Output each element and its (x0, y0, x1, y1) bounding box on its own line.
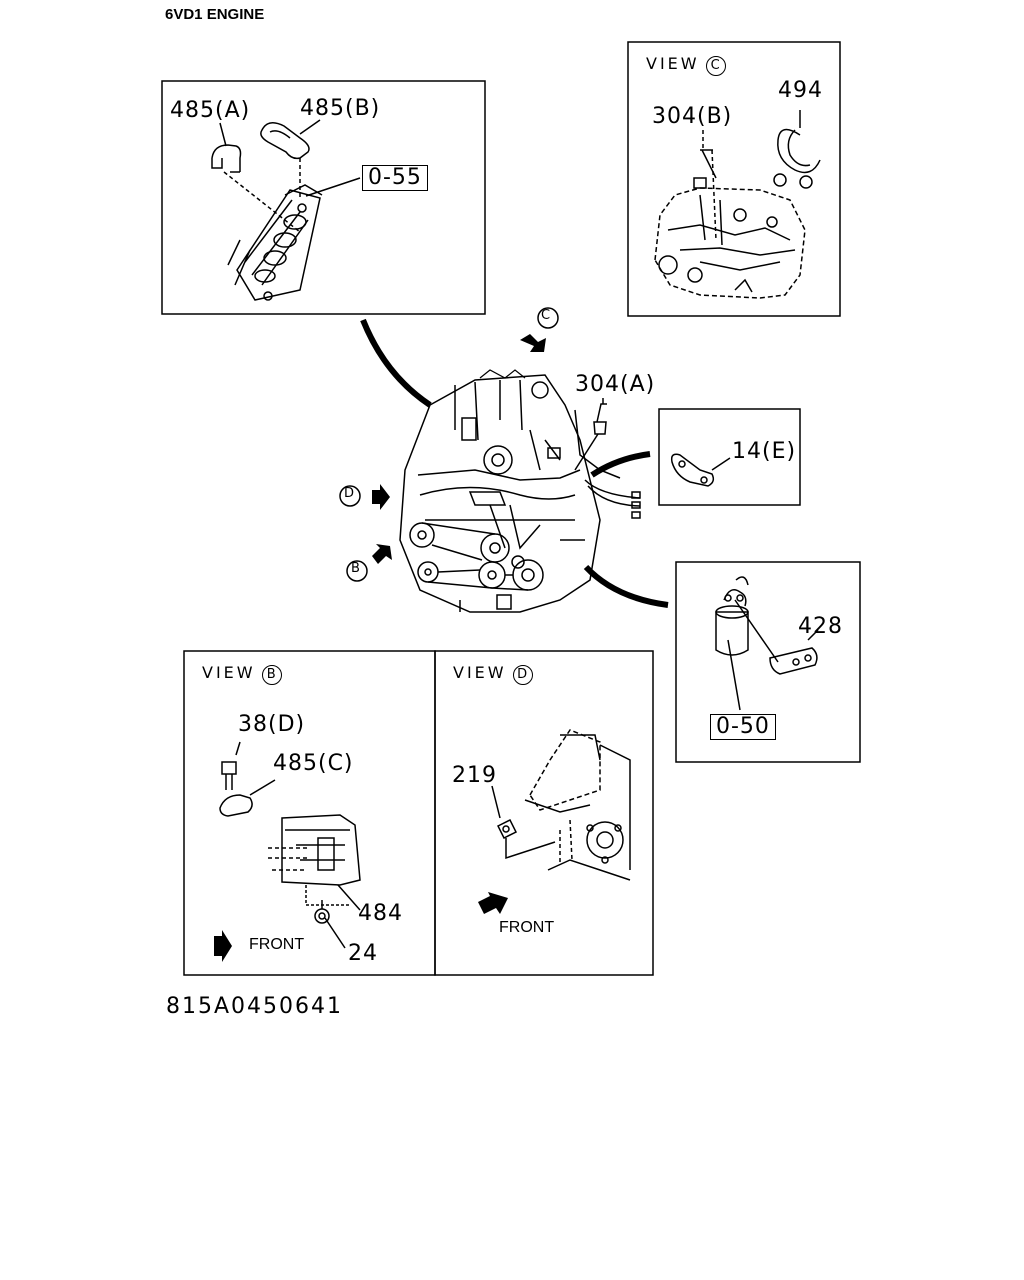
clamp-panel-frame (658, 408, 801, 506)
view-d-word: VIEW (453, 663, 507, 682)
view-c-drawing (654, 187, 806, 299)
clamp-485a-icon (211, 144, 242, 173)
arrow-icons (372, 334, 546, 564)
leader-0-55 (305, 177, 361, 197)
manifold-drawing (227, 184, 323, 301)
clamp-14e-icon (670, 453, 715, 487)
part-484-label: 484 (358, 901, 403, 926)
view-c-letter: C (705, 56, 726, 76)
leader-14e (711, 457, 731, 471)
arrow-b-letter: B (351, 561, 361, 576)
engine-drawing (399, 369, 641, 613)
bolt-304b-icon (693, 149, 717, 189)
front-arrow-icon (478, 892, 508, 914)
view-c-title: VIEW C (646, 56, 726, 76)
arrow-d-letter: D (344, 486, 356, 501)
arrow-c-letter: C (541, 308, 552, 323)
part-485a-label: 485(A) (170, 98, 251, 123)
leader-lines-top-left (223, 158, 301, 233)
front-arrow-icon (214, 930, 232, 962)
part-14e-label: 14(E) (732, 439, 797, 464)
sensor-panel-frame (675, 561, 861, 763)
leader-485 (219, 119, 321, 147)
view-c-word: VIEW (646, 54, 700, 73)
pointer-arc-sensor (583, 564, 669, 608)
view-b-front-label: FRONT (249, 936, 305, 953)
part-38d-label: 38(D) (238, 712, 306, 737)
arrow-b-icon (372, 544, 392, 564)
arrow-d-icon (372, 484, 390, 510)
leader-304b (702, 130, 717, 241)
part-485c-label: 485(C) (273, 751, 354, 776)
top-left-panel-frame (161, 80, 486, 315)
arrow-c-icon (520, 334, 546, 352)
pointer-arc-top-left (360, 318, 432, 408)
part-24-label: 24 (348, 941, 378, 966)
view-d-front-label: FRONT (499, 919, 555, 936)
part-304b-label: 304(B) (652, 104, 733, 129)
circled-letter-icon (346, 560, 368, 582)
part-219-label: 219 (452, 763, 497, 788)
view-d-drawing (491, 729, 631, 881)
clip-494-icon (773, 128, 821, 189)
view-d-title: VIEW D (453, 665, 533, 685)
view-d-letter: D (512, 665, 533, 685)
ref-0-55-label: 0-55 (362, 165, 428, 191)
view-b-letter: B (261, 665, 282, 685)
ref-0-50-label: 0-50 (710, 714, 776, 740)
part-485b-label: 485(B) (300, 96, 381, 121)
circled-letter-icon (537, 307, 559, 329)
view-b-word: VIEW (202, 663, 256, 682)
clamp-485b-icon (260, 122, 310, 160)
part-304a-label: 304(A) (575, 372, 656, 397)
circled-letter-icon (339, 485, 361, 507)
view-b-drawing (219, 741, 361, 949)
bolt-304a-icon (574, 403, 607, 471)
sensor-428-drawing (715, 576, 819, 711)
figure-code: 815A0450641 (166, 994, 344, 1019)
view-c-panel-frame (627, 41, 841, 317)
part-494-label: 494 (778, 78, 823, 103)
pointer-arc-clamp (590, 451, 651, 478)
page-title: 6VD1 ENGINE (165, 6, 265, 23)
view-b-title: VIEW B (202, 665, 282, 685)
view-d-panel-frame (434, 650, 654, 976)
part-428-label: 428 (798, 614, 843, 639)
